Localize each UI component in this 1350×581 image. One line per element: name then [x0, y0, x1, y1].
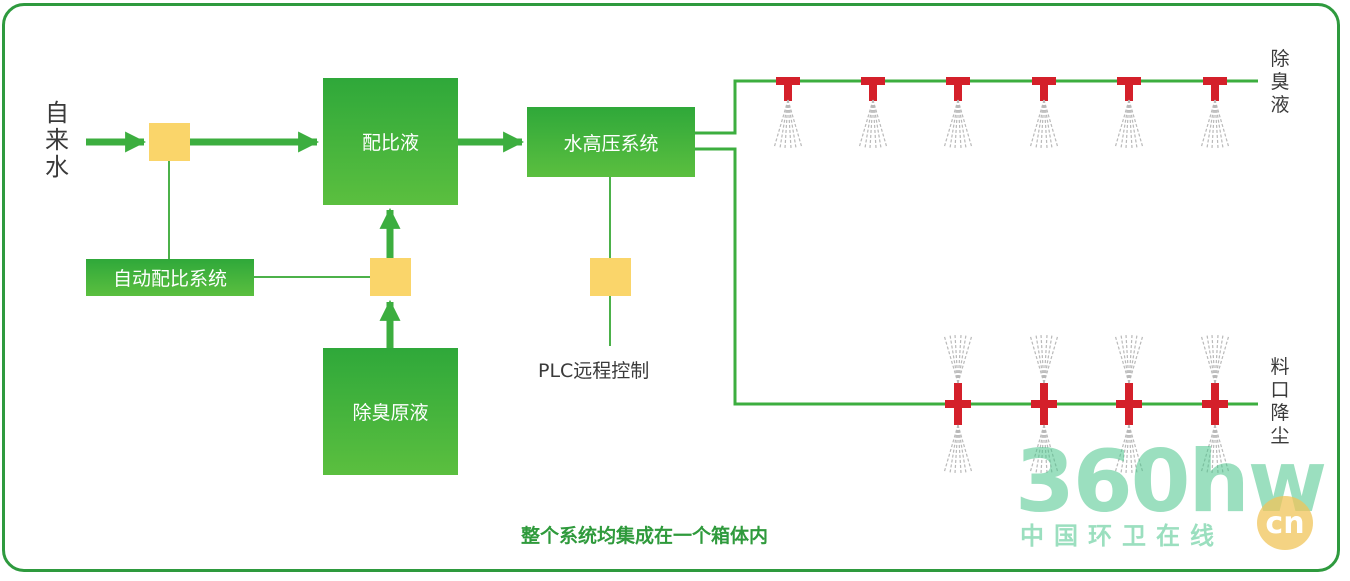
auto-mix-box: 自动配比系统 — [86, 259, 254, 296]
nozzle-upper — [1114, 77, 1144, 149]
valve-tap — [149, 123, 190, 161]
auto-mix-label: 自动配比系统 — [112, 268, 227, 290]
nozzle-upper — [1200, 77, 1230, 149]
watermark-subtitle: 中国环卫在线 — [1020, 522, 1224, 550]
dust-line-label: 料 口 降 尘 — [1270, 356, 1290, 447]
upper-nozzle-row — [773, 77, 1230, 149]
nozzle-upper — [773, 77, 803, 149]
hp-system-label: 水高压系统 — [563, 132, 659, 155]
nozzle-lower — [1114, 334, 1144, 474]
footer-note: 整个系统均集成在一个箱体内 — [521, 525, 769, 547]
valve-plc — [590, 258, 631, 296]
nozzle-upper — [858, 77, 888, 149]
nozzle-lower — [943, 334, 973, 474]
pipe-upper — [695, 79, 1258, 135]
diagram-frame — [2, 3, 1340, 572]
lower-nozzle-row — [943, 334, 1230, 474]
nozzle-lower — [1200, 334, 1230, 474]
raw-liquid-label: 除臭原液 — [352, 402, 429, 424]
mix-liquid-box: 配比液 — [323, 78, 458, 205]
pipe-lower — [695, 147, 1258, 406]
valve-mix — [370, 258, 411, 296]
nozzle-upper — [1029, 77, 1059, 149]
tap-water-label: 自 来 水 — [45, 99, 69, 181]
deodor-line-label: 除 臭 液 — [1270, 48, 1290, 116]
nozzle-upper — [943, 77, 973, 149]
hp-system-box: 水高压系统 — [527, 107, 695, 177]
mix-liquid-label: 配比液 — [361, 132, 419, 154]
watermark-badge: cn — [1257, 496, 1313, 550]
raw-liquid-box: 除臭原液 — [323, 348, 458, 475]
nozzle-lower — [1029, 334, 1059, 474]
plc-label: PLC远程控制 — [538, 360, 650, 382]
